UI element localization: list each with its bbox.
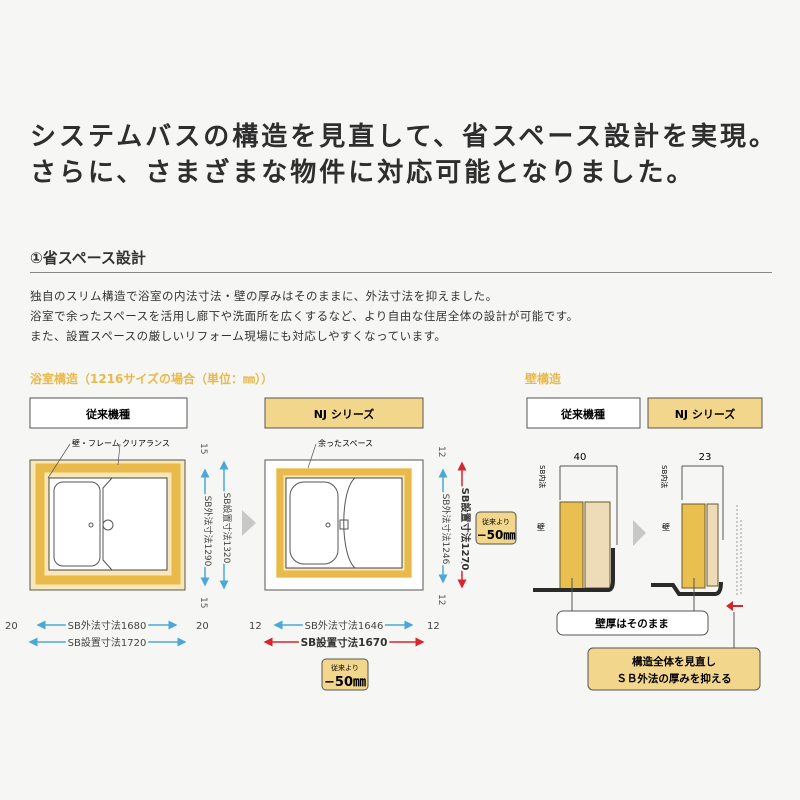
nj-left-gap: 12 (249, 621, 262, 632)
conv-bottom-gap: 15 (198, 597, 208, 608)
nj-callout-vertical: 従来より −50㎜ (475, 511, 517, 545)
conv-right-gap: 20 (196, 621, 209, 632)
svg-text:−50㎜: −50㎜ (324, 675, 366, 690)
wall-title: 壁構造 (525, 371, 562, 386)
arrow-right-icon (633, 520, 646, 546)
conv-outer-v: SB外法寸法1290 (202, 496, 214, 567)
nj-outer-v: SB外法寸法1246 (440, 494, 452, 565)
nj-install-v: SB設置寸法1270 (459, 488, 472, 571)
svg-text:−50㎜: −50㎜ (477, 528, 516, 542)
svg-text:NJ シリーズ: NJ シリーズ (675, 407, 736, 421)
label-clearance: クリアランス (122, 439, 170, 448)
wall-nj-thickness: 23 (699, 452, 712, 463)
red-arrow-left-icon (726, 601, 743, 611)
svg-text:従来より: 従来より (331, 663, 359, 672)
nj-top-gap: 12 (436, 446, 446, 457)
svg-text:ＳＢ外法の厚みを抑える: ＳＢ外法の厚みを抑える (616, 672, 731, 685)
section-divider (30, 272, 772, 273)
wall-conv-inner: SB内法 (538, 465, 547, 488)
svg-text:NJ シリーズ: NJ シリーズ (314, 407, 375, 421)
bath-nj-label: NJ シリーズ (264, 397, 424, 429)
nj-bath-plan (264, 459, 424, 591)
svg-text:壁厚はそのまま: 壁厚はそのまま (595, 617, 669, 630)
conv-install-v: SB設置寸法1320 (221, 493, 233, 564)
label-spare-space: 余ったスペース (318, 438, 373, 448)
wall-conventional-diagram (533, 465, 618, 612)
conv-install-h: SB設置寸法1720 (68, 636, 147, 649)
wall-nj-diagram (651, 465, 743, 648)
same-thickness-label: 壁厚はそのまま (556, 610, 709, 636)
wall-callout: 構造全体を見直し ＳＢ外法の厚みを抑える (587, 647, 761, 691)
wall-nj-inner: SB内法 (660, 465, 669, 488)
svg-text:従来機種: 従来機種 (560, 407, 605, 421)
nj-bottom-gap: 12 (436, 594, 446, 605)
nj-callout-horizontal: 従来より −50㎜ (321, 658, 369, 691)
wall-conv-wall: 壁 (537, 522, 545, 532)
bath-title: 浴室構造（1216サイズの場合（単位：㎜）） (30, 371, 273, 386)
conventional-bath-plan (29, 459, 186, 591)
headline-line-2: さらに、さまざまな物件に対応可能となりました。 (30, 158, 696, 188)
wall-conv-thickness: 40 (574, 452, 587, 463)
headline-line-1: システムバスの構造を見直して、省スペース設計を実現。 (30, 122, 779, 152)
nj-outer-h: SB外法寸法1646 (305, 619, 384, 632)
nj-right-gap: 12 (427, 621, 440, 632)
section-title: ①省スペース設計 (30, 249, 146, 267)
svg-text:従来機種: 従来機種 (85, 407, 130, 421)
svg-text:構造全体を見直し: 構造全体を見直し (632, 655, 716, 668)
wall-nj-label: NJ シリーズ (647, 397, 763, 429)
body-line-3: また、設置スペースの厳しいリフォーム現場にも対応しやすくなっています。 (30, 329, 447, 343)
nj-install-h: SB設置寸法1670 (301, 636, 388, 649)
svg-text:従来より: 従来より (482, 517, 510, 526)
body-line-1: 独自のスリム構造で浴室の内法寸法・壁の厚みはそのままに、外法寸法を抑えました。 (30, 289, 498, 303)
wall-conventional-label: 従来機種 (526, 397, 641, 429)
body-line-2: 浴室で余ったスペースを活用し廊下や洗面所を広くするなど、より自由な住居全体の設計… (30, 309, 579, 323)
arrow-right-icon (242, 510, 256, 536)
label-wall-frame: 壁・フレーム (72, 438, 120, 448)
conv-outer-h: SB外法寸法1680 (68, 619, 147, 632)
bath-conventional-label: 従来機種 (29, 397, 188, 429)
wall-nj-wall: 壁 (662, 522, 670, 532)
conv-top-gap: 15 (198, 443, 208, 454)
conv-left-gap: 20 (5, 621, 18, 632)
